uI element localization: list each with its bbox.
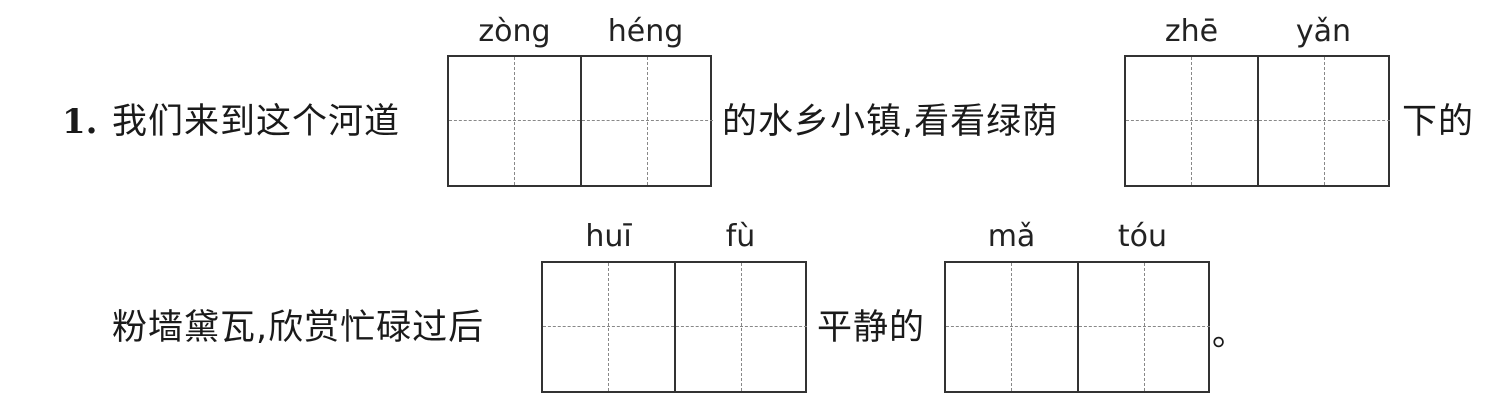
- grid-cell[interactable]: [449, 57, 580, 185]
- pinyin-label: héng: [607, 14, 684, 49]
- pinyin-label: zhē: [1164, 14, 1219, 49]
- grid-cell[interactable]: [1079, 263, 1210, 391]
- pinyin-label: mǎ: [987, 219, 1036, 254]
- sentence-segment: 平静的: [817, 308, 926, 348]
- sentence-period: 。: [1212, 314, 1247, 354]
- pinyin-label: zòng: [478, 14, 551, 49]
- question-number: 1.: [62, 102, 98, 142]
- pinyin-label: yǎn: [1295, 14, 1352, 49]
- character-grid-1[interactable]: [447, 55, 713, 187]
- grid-cell[interactable]: [946, 263, 1077, 391]
- grid-cell[interactable]: [1259, 57, 1390, 185]
- grid-cell[interactable]: [1126, 57, 1257, 185]
- grid-cell[interactable]: [543, 263, 674, 391]
- pinyin-label: huī: [585, 219, 632, 254]
- grid-cell[interactable]: [582, 57, 713, 185]
- sentence-segment: 的水乡小镇,看看绿荫: [722, 102, 1059, 142]
- sentence-segment: 我们来到这个河道: [112, 102, 401, 142]
- grid-cell[interactable]: [676, 263, 807, 391]
- character-grid-2[interactable]: [1124, 55, 1390, 187]
- sentence-segment: 下的: [1402, 102, 1475, 142]
- sentence-segment: 粉墙黛瓦,欣赏忙碌过后: [112, 308, 485, 348]
- pinyin-label: tóu: [1117, 219, 1168, 254]
- character-grid-4[interactable]: [944, 261, 1210, 393]
- pinyin-label: fù: [725, 219, 756, 254]
- character-grid-3[interactable]: [541, 261, 807, 393]
